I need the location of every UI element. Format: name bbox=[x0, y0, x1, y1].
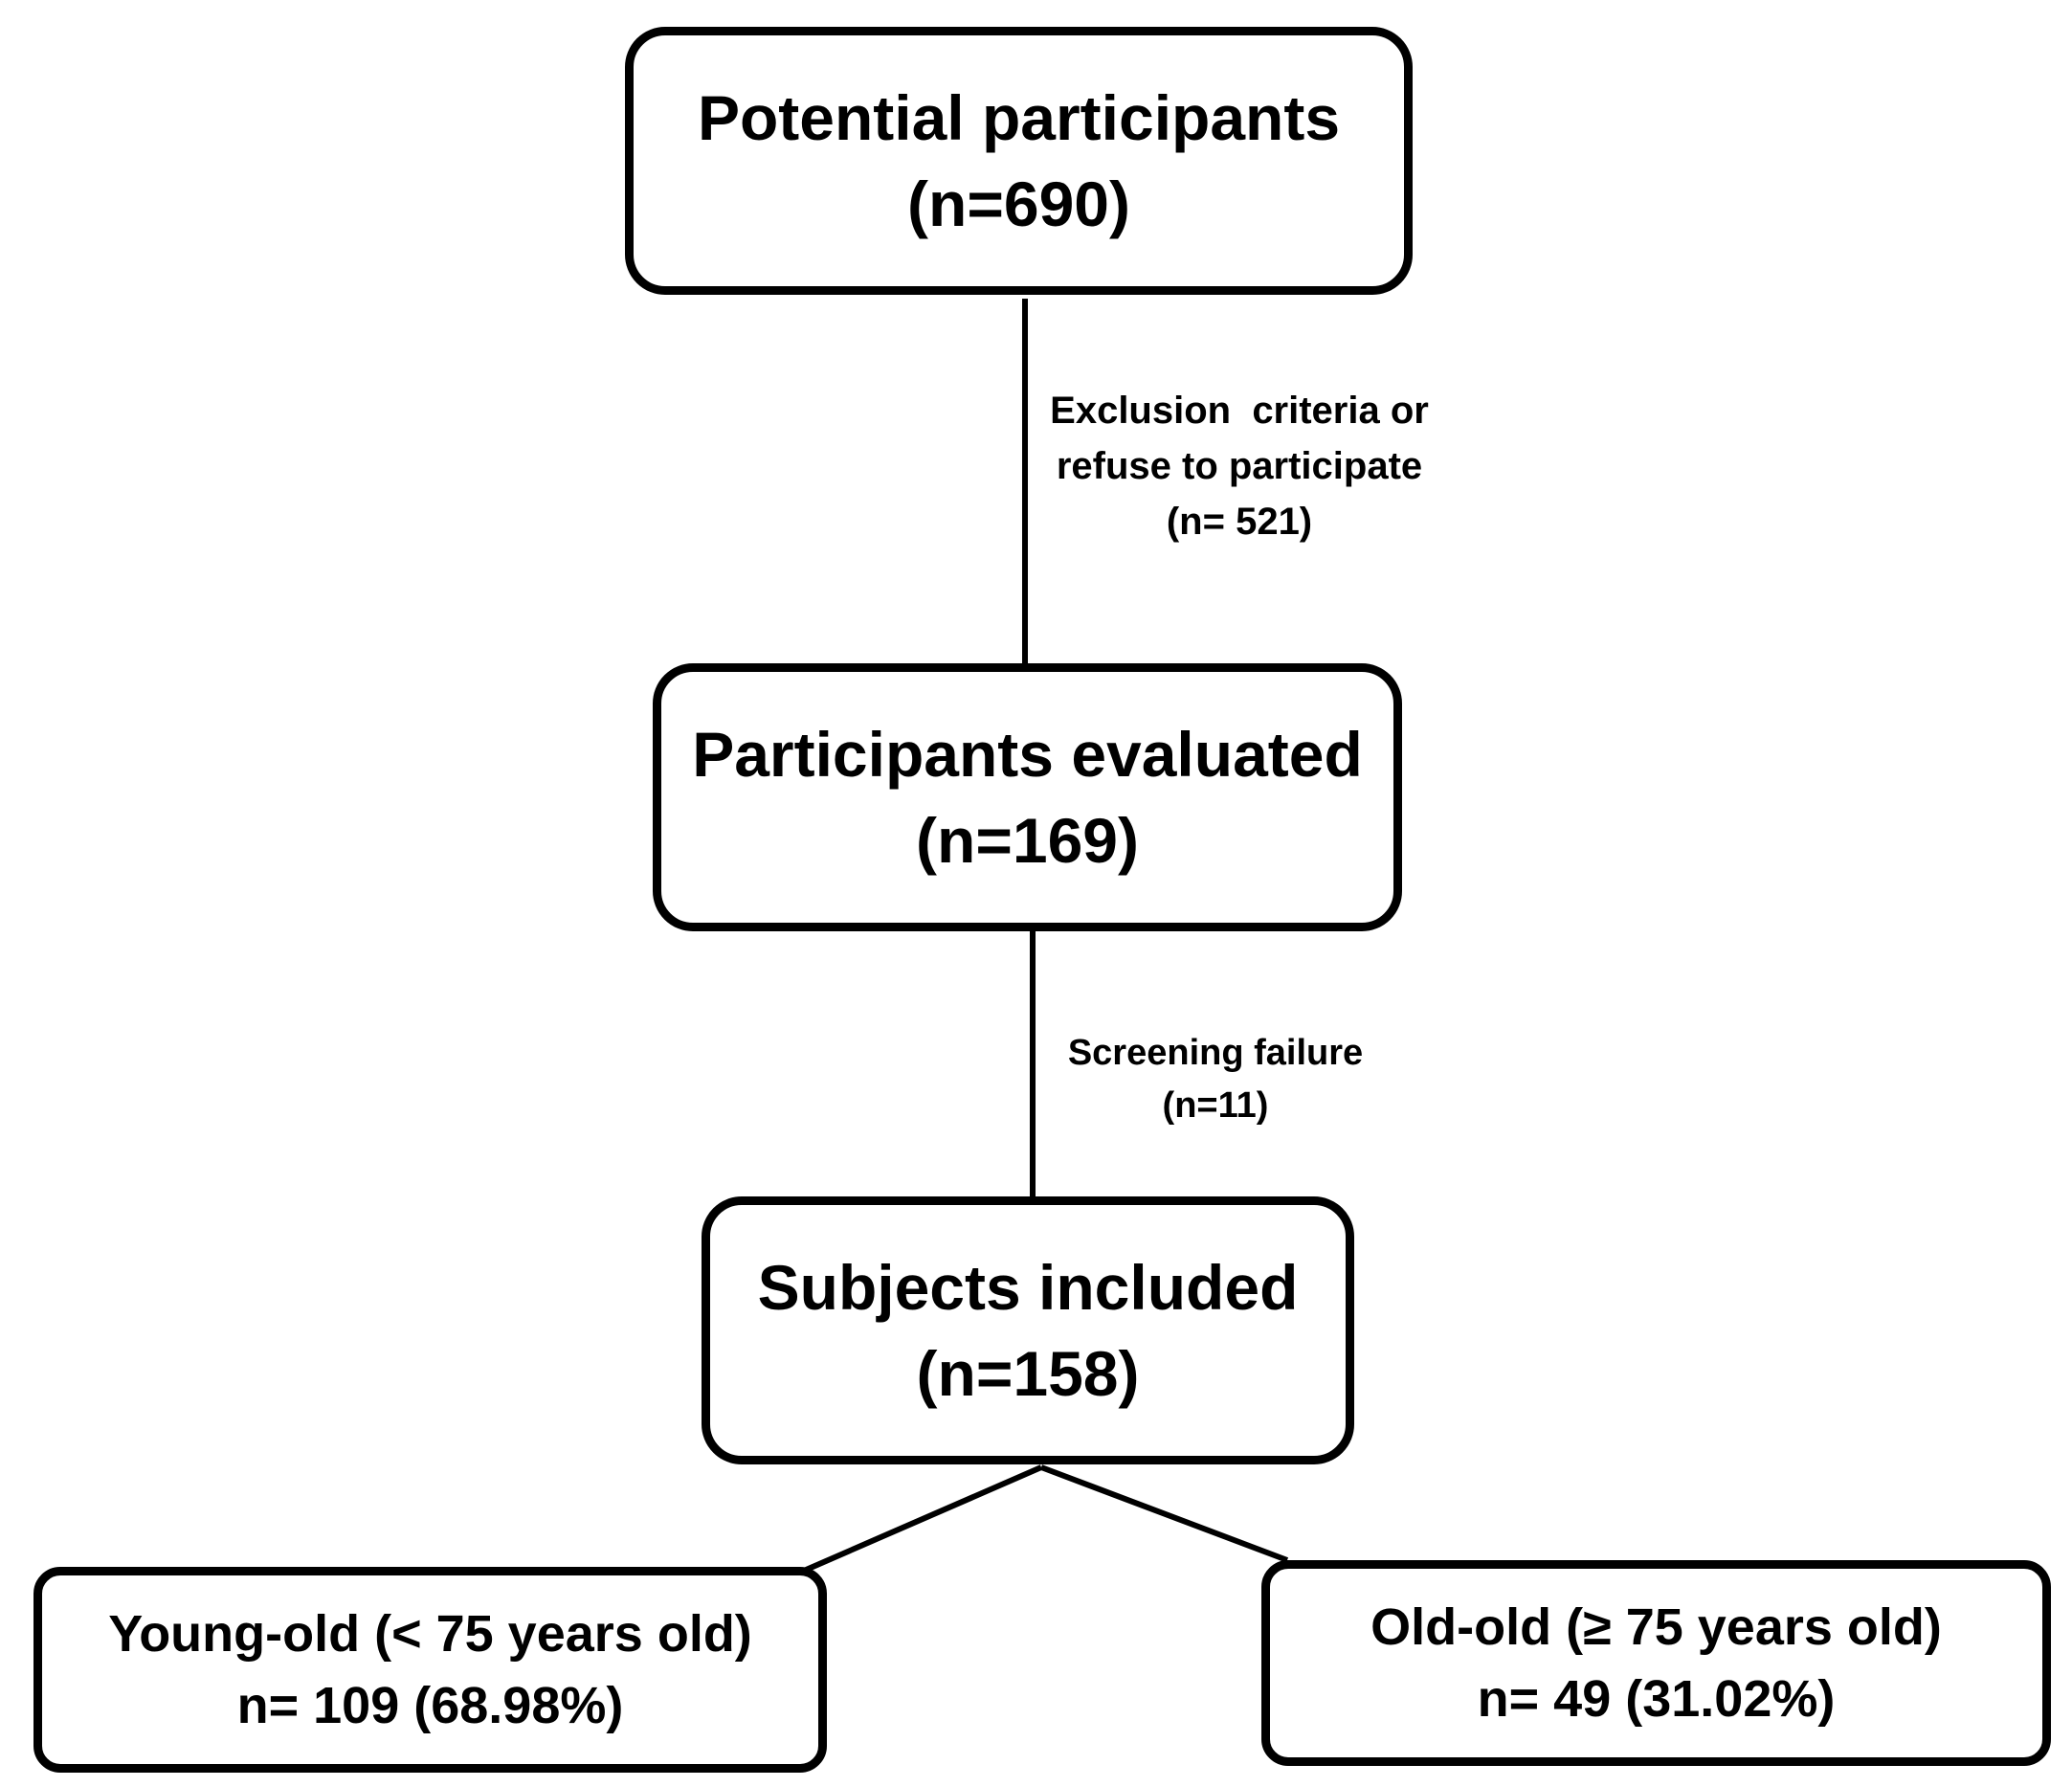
young-old-count: n= 109 (68.98%) bbox=[236, 1676, 624, 1734]
connector-included-to-young bbox=[802, 1464, 1043, 1574]
old-old-box: Old-old (≥ 75 years old) n= 49 (31.02%) bbox=[1261, 1560, 2051, 1766]
participants-evaluated-count: (n=169) bbox=[916, 805, 1139, 876]
old-old-title: Old-old (≥ 75 years old) bbox=[1370, 1597, 1942, 1656]
exclusion-note-line2: refuse to participate bbox=[1056, 445, 1423, 487]
potential-participants-box: Potential participants (n=690) bbox=[625, 27, 1413, 295]
subjects-included-count: (n=158) bbox=[916, 1338, 1140, 1409]
connector-included-to-old bbox=[1039, 1464, 1289, 1563]
screening-failure-note: Screening failure (n=11) bbox=[1053, 1027, 1378, 1132]
participants-evaluated-title: Participants evaluated bbox=[692, 719, 1363, 790]
screening-failure-count: (n=11) bbox=[1162, 1085, 1269, 1126]
exclusion-note: Exclusion criteria or refuse to particip… bbox=[1029, 383, 1450, 549]
exclusion-note-count: (n= 521) bbox=[1166, 501, 1313, 543]
young-old-box: Young-old (< 75 years old) n= 109 (68.98… bbox=[33, 1567, 827, 1773]
participants-evaluated-box: Participants evaluated (n=169) bbox=[653, 663, 1402, 931]
exclusion-note-line1: Exclusion criteria or bbox=[1050, 390, 1429, 432]
potential-participants-count: (n=690) bbox=[907, 168, 1130, 239]
young-old-title: Young-old (< 75 years old) bbox=[108, 1604, 752, 1663]
screening-failure-label: Screening failure bbox=[1067, 1033, 1364, 1073]
old-old-count: n= 49 (31.02%) bbox=[1477, 1669, 1836, 1728]
potential-participants-title: Potential participants bbox=[697, 82, 1341, 153]
subjects-included-box: Subjects included (n=158) bbox=[702, 1196, 1354, 1464]
subjects-included-title: Subjects included bbox=[757, 1252, 1299, 1323]
